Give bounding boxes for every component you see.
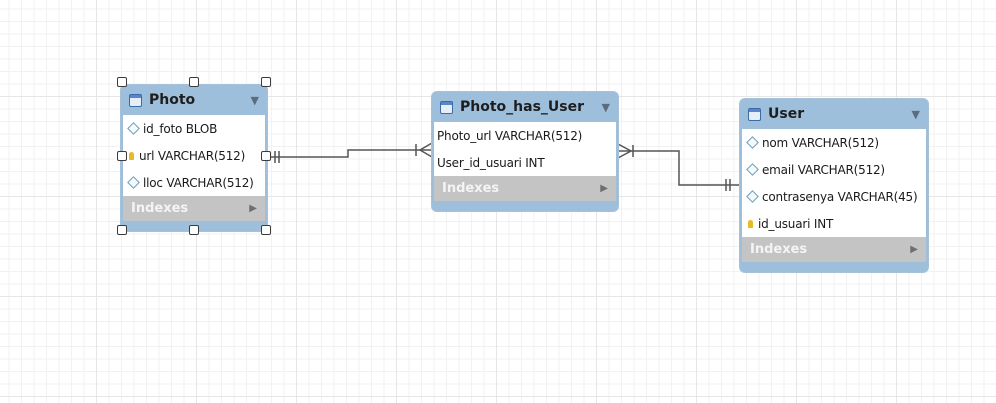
resize-handle-bottom-right[interactable] xyxy=(261,225,271,235)
collapse-arrow-icon[interactable]: ▼ xyxy=(601,100,610,114)
resize-handle-bottom[interactable] xyxy=(189,225,199,235)
table-icon xyxy=(748,107,761,121)
key-icon xyxy=(129,151,134,160)
resize-handle-left[interactable] xyxy=(117,151,127,161)
column-list: id_foto BLOB url VARCHAR(512) lloc VARCH… xyxy=(123,115,265,196)
entity-photo[interactable]: Photo ▼ id_foto BLOB url VARCHAR(512) ll… xyxy=(121,85,267,231)
entity-title: Photo_has_User xyxy=(460,99,585,115)
relationship-line-photo[interactable] xyxy=(270,149,432,158)
indexes-label: Indexes xyxy=(750,242,808,257)
column-row[interactable]: email VARCHAR(512) xyxy=(742,156,926,183)
entity-footer xyxy=(432,201,618,211)
entity-header[interactable]: Photo ▼ xyxy=(121,85,267,115)
column-list: Photo_url VARCHAR(512) User_id_usuari IN… xyxy=(434,122,616,176)
entity-footer xyxy=(740,262,928,272)
many-mandatory-marker-photo-has-user-2 xyxy=(617,143,634,159)
table-icon xyxy=(440,100,453,114)
column-row[interactable]: nom VARCHAR(512) xyxy=(742,129,926,156)
column-label: url VARCHAR(512) xyxy=(139,148,246,163)
many-mandatory-marker-photo-has-user xyxy=(415,142,433,158)
diamond-icon xyxy=(746,163,759,176)
indexes-section[interactable]: Indexes ▶ xyxy=(742,237,926,262)
expand-arrow-icon[interactable]: ▶ xyxy=(600,183,608,194)
entity-user[interactable]: User ▼ nom VARCHAR(512) email VARCHAR(51… xyxy=(740,99,928,272)
indexes-label: Indexes xyxy=(131,201,189,216)
diamond-icon xyxy=(746,136,759,149)
resize-handle-bottom-left[interactable] xyxy=(117,225,127,235)
column-row[interactable]: lloc VARCHAR(512) xyxy=(123,169,265,196)
entity-photo-has-user[interactable]: Photo_has_User ▼ Photo_url VARCHAR(512) … xyxy=(432,92,618,211)
indexes-section[interactable]: Indexes ▶ xyxy=(123,196,265,221)
column-row[interactable]: id_foto BLOB xyxy=(123,115,265,142)
diamond-icon xyxy=(127,176,140,189)
indexes-section[interactable]: Indexes ▶ xyxy=(434,176,616,201)
column-label: Photo_url VARCHAR(512) xyxy=(437,128,583,143)
column-label: User_id_usuari INT xyxy=(437,155,545,170)
resize-handle-top-left[interactable] xyxy=(117,77,127,87)
resize-handle-top-right[interactable] xyxy=(261,77,271,87)
column-row[interactable]: contrasenya VARCHAR(45) xyxy=(742,183,926,210)
column-row[interactable]: url VARCHAR(512) xyxy=(123,142,265,169)
column-label: id_usuari INT xyxy=(758,216,834,231)
resize-handle-right[interactable] xyxy=(261,151,271,161)
collapse-arrow-icon[interactable]: ▼ xyxy=(250,93,259,107)
one-mandatory-marker-user xyxy=(725,179,731,191)
entity-header[interactable]: Photo_has_User ▼ xyxy=(432,92,618,122)
column-label: id_foto BLOB xyxy=(143,121,218,136)
expand-arrow-icon[interactable]: ▶ xyxy=(910,244,918,255)
expand-arrow-icon[interactable]: ▶ xyxy=(249,203,257,214)
entity-title: Photo xyxy=(149,92,196,108)
indexes-label: Indexes xyxy=(442,181,500,196)
column-label: email VARCHAR(512) xyxy=(762,162,885,177)
column-label: lloc VARCHAR(512) xyxy=(143,175,254,190)
key-icon xyxy=(748,219,753,228)
entity-title: User xyxy=(768,106,805,122)
one-mandatory-marker-photo xyxy=(274,151,280,163)
column-label: nom VARCHAR(512) xyxy=(762,135,879,150)
collapse-arrow-icon[interactable]: ▼ xyxy=(911,107,920,121)
column-label: contrasenya VARCHAR(45) xyxy=(762,189,918,204)
resize-handle-top[interactable] xyxy=(189,77,199,87)
diamond-icon xyxy=(127,122,140,135)
entity-header[interactable]: User ▼ xyxy=(740,99,928,129)
column-row[interactable]: id_usuari INT xyxy=(742,210,926,237)
relationship-line-user[interactable] xyxy=(618,150,740,186)
diamond-icon xyxy=(746,190,759,203)
column-row[interactable]: Photo_url VARCHAR(512) xyxy=(434,122,616,149)
column-row[interactable]: User_id_usuari INT xyxy=(434,149,616,176)
table-icon xyxy=(129,93,142,107)
column-list: nom VARCHAR(512) email VARCHAR(512) cont… xyxy=(742,129,926,237)
